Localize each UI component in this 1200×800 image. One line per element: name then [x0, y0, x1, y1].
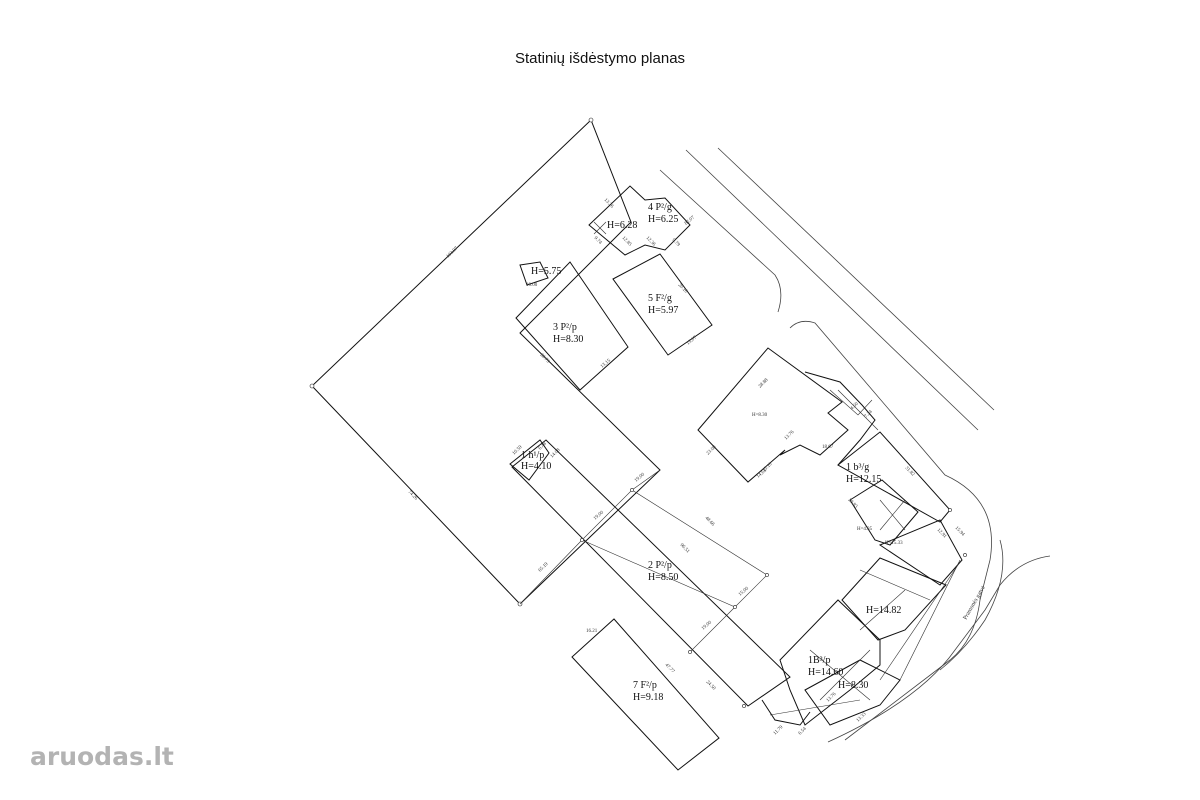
dim-b4-d: 9.74	[593, 236, 603, 246]
aruodas-logo: aruodas.lt	[30, 742, 174, 771]
dim-low-b: 6.54	[798, 726, 808, 736]
label-b3-height: H=8.30	[553, 334, 583, 345]
label-b1b-height: H=12.15	[846, 474, 881, 485]
building-4	[588, 185, 691, 256]
dim-b1h-b: 6.48	[538, 441, 548, 451]
label-b1h-height: H=4.10	[521, 461, 551, 472]
label-b3-extra: H=5.75	[531, 266, 561, 277]
road-lines	[659, 147, 1051, 743]
dim-main-f: 15.10	[762, 462, 774, 474]
label-b3-name: 3 P²/p	[553, 322, 577, 333]
label-main-height: H=8.30	[752, 413, 768, 418]
label-b7-name: 7 F²/p	[633, 680, 657, 691]
dim-r-b: 31.82	[904, 466, 916, 478]
dim-low-d: 13.33	[856, 712, 868, 724]
dim-b4-e: 9.79	[671, 238, 681, 248]
dim-low-e: 24.50	[705, 680, 717, 692]
building-labels: 4 P²/g H=6.25 H=6.28 5 F²/g H=5.97 3 P²/…	[521, 202, 903, 703]
dim-b1h-a: 10.59	[512, 445, 524, 457]
dim-b5-a: 20.10	[677, 283, 689, 295]
dim-low-c: 13.76	[826, 692, 838, 704]
label-small-height: H=4.35	[857, 527, 873, 532]
street-label: Pramonės gatvė	[963, 585, 987, 621]
label-b1B-name: 1B³/p	[808, 655, 830, 666]
dim-main-a: 28.88	[758, 378, 770, 390]
dim-b2-top: 19.00	[634, 472, 646, 483]
label-b4-height: H=6.25	[648, 214, 678, 225]
dim-b2-right: 48.66	[704, 516, 716, 528]
logo-name: aruodas	[30, 742, 144, 771]
label-b4-extra: H=6.28	[607, 220, 637, 231]
dim-b3-b: 13.15	[600, 358, 612, 369]
label-b2-name: 2 P²/p	[648, 560, 672, 571]
building-3	[515, 261, 629, 391]
building-main	[697, 347, 967, 726]
dim-b7-a: 16.21	[586, 629, 598, 634]
dim-b3-a: 20.79	[539, 353, 551, 365]
dim-r-a: 20.83	[847, 498, 859, 510]
label-b5-name: 5 F²/g	[648, 293, 672, 304]
logo-suffix: .lt	[143, 742, 174, 771]
label-small-extra: H=15.33	[885, 541, 903, 546]
dim-b4-a: 13.26	[603, 198, 615, 210]
label-b2-height: H=8.50	[648, 572, 678, 583]
building-2	[509, 439, 791, 708]
dim-b2-side: 96.51	[679, 543, 691, 555]
dim-low-a: 11.79	[773, 725, 785, 737]
dimension-labels: 103.97 74.26 65.19 96.51 48.66 19.00 19.…	[407, 198, 966, 737]
dim-plot-left: 74.26	[407, 490, 419, 502]
dim-main-e: 18.67	[822, 445, 834, 450]
dim-b5-b: 15.07	[686, 335, 698, 346]
label-b1b-name: 1 b³/g	[846, 462, 869, 473]
dim-main-d: 13.76	[784, 430, 796, 442]
label-b7-height: H=9.18	[633, 692, 663, 703]
dim-main-b: 23.08	[706, 445, 718, 457]
dim-b3-c: 10.00	[526, 283, 538, 288]
label-b5-height: H=5.97	[648, 305, 678, 316]
building-7	[571, 618, 720, 771]
dim-r-e: 7.24	[864, 409, 874, 419]
dim-b4-c: 12.36	[645, 236, 657, 248]
label-b1B-height: H=14.60	[808, 667, 843, 678]
dim-main-c: 14.63	[756, 468, 768, 479]
dim-plot-top: 103.97	[446, 246, 460, 259]
label-b4-name: 4 P²/g	[648, 202, 672, 213]
page-title: Statinių išdėstymo planas	[514, 50, 686, 67]
label-mid-height: H=14.82	[866, 605, 901, 616]
dim-r-f: 4.60	[850, 401, 860, 411]
dim-plot-bottom: 65.19	[538, 562, 550, 574]
dim-b4-b: 12.85	[621, 236, 633, 248]
dim-b2-c: 15.00	[738, 586, 750, 597]
dim-r-c: 12.91	[936, 528, 948, 540]
dim-b2-b: 19.00	[701, 620, 713, 631]
label-b1h-name: 1 h¹/p	[521, 450, 544, 461]
label-b1B-extra: H=8.30	[838, 680, 868, 691]
dim-r-d: 15.94	[954, 526, 966, 538]
dim-b1h-c: 14.08	[550, 448, 562, 460]
dim-b4-f: 82.07	[684, 215, 696, 226]
building-5	[612, 253, 713, 356]
dim-b2-a: 19.00	[593, 510, 605, 521]
dim-b7-b: 47.77	[664, 663, 676, 675]
